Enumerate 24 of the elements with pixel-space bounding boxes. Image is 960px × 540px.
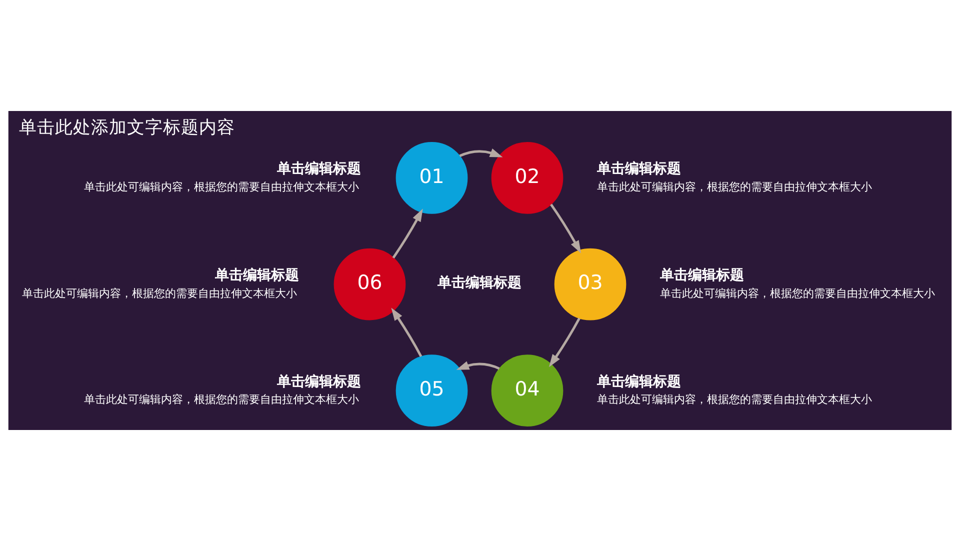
node-label: 单击编辑标题	[597, 373, 682, 390]
node-label: 单击此处可编辑内容，根据您的需要自由拉伸文本框大小	[84, 392, 360, 406]
arrow	[456, 360, 500, 370]
arrow	[459, 148, 503, 157]
node-circle: 02	[491, 142, 564, 214]
node-label: 单击编辑标题	[597, 160, 682, 177]
node-label: 单击编辑标题	[215, 267, 300, 284]
node-label: 单击编辑标题	[277, 160, 362, 177]
arrow	[391, 307, 422, 357]
node-label: 单击此处可编辑内容，根据您的需要自由拉伸文本框大小	[22, 286, 298, 300]
node-label: 单击此处可编辑内容，根据您的需要自由拉伸文本框大小	[597, 180, 872, 194]
node-circle: 05	[396, 354, 468, 426]
node-label: 单击编辑标题	[277, 373, 362, 390]
arrow	[548, 317, 580, 367]
arrow	[392, 208, 423, 258]
node-label: 单击编辑标题	[660, 267, 744, 284]
label: 单击编辑标题	[438, 274, 522, 290]
node-label: 单击此处可编辑内容，根据您的需要自由拉伸文本框大小	[84, 180, 360, 194]
node-circle: 03	[554, 248, 626, 320]
node-label: 单击此处可编辑内容，根据您的需要自由拉伸文本框大小	[660, 286, 936, 300]
node-circle: 01	[396, 142, 468, 214]
arrow	[550, 203, 582, 253]
diagram-title: 单击此处添加文字标题内容	[19, 118, 236, 138]
node-label: 单击此处可编辑内容，根据您的需要自由拉伸文本框大小	[597, 392, 872, 406]
